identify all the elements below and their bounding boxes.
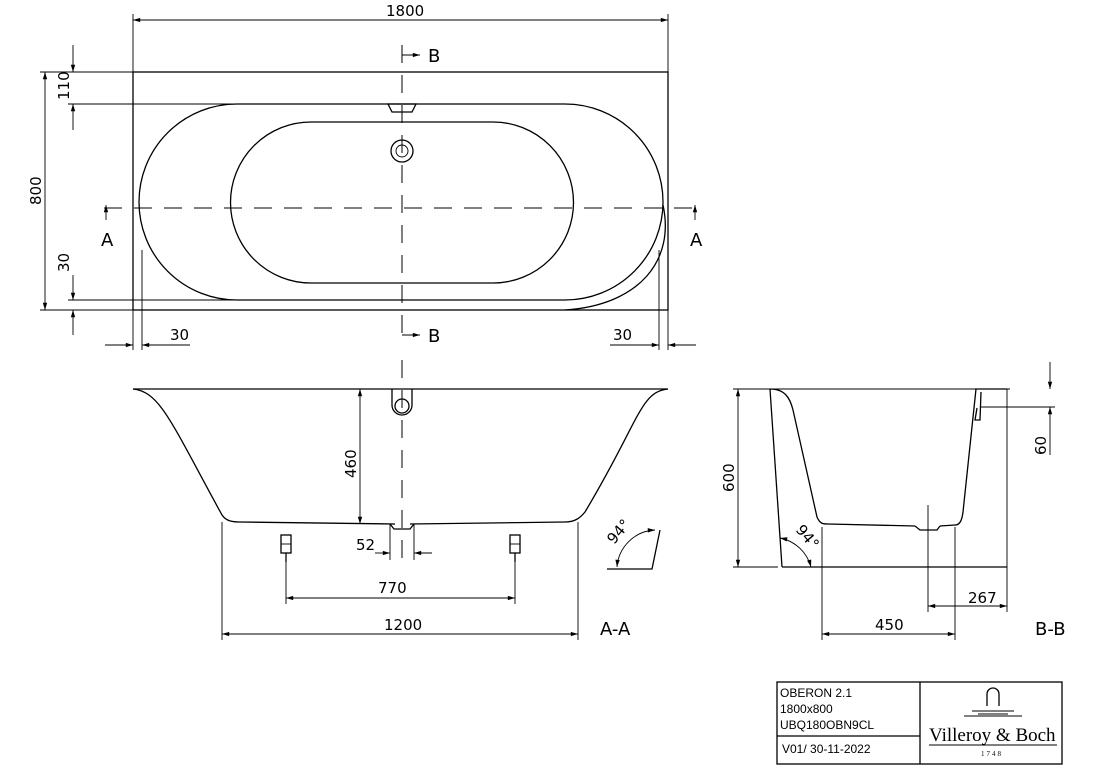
faucet-icon bbox=[986, 687, 1000, 706]
dim-height: 600 bbox=[720, 463, 738, 492]
dim-rim-top: 110 bbox=[55, 71, 73, 100]
dim-depth: 460 bbox=[342, 449, 360, 478]
drain-icon bbox=[914, 525, 941, 531]
dim-left: 30 bbox=[170, 326, 189, 344]
overflow-icon bbox=[386, 103, 418, 113]
dim-rim-bottom: 30 bbox=[55, 253, 73, 272]
version-date: V01/ 30-11-2022 bbox=[782, 742, 871, 756]
section-a-right-label: A bbox=[690, 230, 703, 251]
article-number: UBQ180OBN9CL bbox=[780, 718, 874, 732]
tub-profile bbox=[132, 388, 669, 525]
panel-detail bbox=[607, 529, 661, 570]
section-bb-label: B-B bbox=[1035, 619, 1066, 640]
angle-bb: 94° bbox=[792, 521, 823, 553]
dim-rim-bb: 60 bbox=[1032, 436, 1050, 455]
top-view: A A B B 1800 800 110 30 30 bbox=[27, 2, 703, 350]
brand-logo: Villeroy & Boch 1748 bbox=[929, 687, 1057, 758]
foot-left bbox=[280, 534, 292, 562]
dim-bottom-bb: 450 bbox=[875, 616, 904, 634]
rim-extension bbox=[564, 204, 666, 311]
dim-right: 30 bbox=[613, 326, 632, 344]
dim-length: 1800 bbox=[386, 2, 424, 20]
title-block: OBERON 2.1 1800x800 UBQ180OBN9CL V01/ 30… bbox=[776, 681, 1063, 765]
section-a-left-label: A bbox=[101, 230, 114, 251]
dim-drain: 52 bbox=[356, 536, 375, 554]
dim-drain-offset: 267 bbox=[968, 589, 997, 607]
bathtub-outline bbox=[132, 71, 669, 311]
section-aa: 460 52 770 1200 94° A-A bbox=[132, 360, 669, 640]
tub-profile-bb bbox=[769, 388, 977, 527]
model-size: 1800x800 bbox=[780, 702, 833, 716]
inner-basin bbox=[229, 121, 575, 284]
section-b-top-label: B bbox=[428, 46, 440, 67]
angle-aa: 94° bbox=[603, 516, 634, 548]
model-name: OBERON 2.1 bbox=[780, 686, 852, 700]
brand-year: 1748 bbox=[981, 750, 1003, 758]
section-bb: 600 60 267 450 94° B-B bbox=[720, 362, 1066, 640]
dim-width: 800 bbox=[27, 176, 45, 205]
section-b-bottom-label: B bbox=[428, 326, 440, 347]
foot-right bbox=[509, 534, 521, 562]
bathtub-rim bbox=[138, 103, 664, 301]
dim-bottom-aa: 1200 bbox=[384, 616, 422, 634]
side-panel bbox=[769, 388, 783, 568]
overflow-icon bbox=[391, 389, 413, 416]
dim-feet: 770 bbox=[378, 579, 407, 597]
brand-name: Villeroy & Boch bbox=[929, 725, 1056, 746]
section-aa-label: A-A bbox=[600, 619, 631, 640]
drain-icon bbox=[389, 523, 415, 530]
